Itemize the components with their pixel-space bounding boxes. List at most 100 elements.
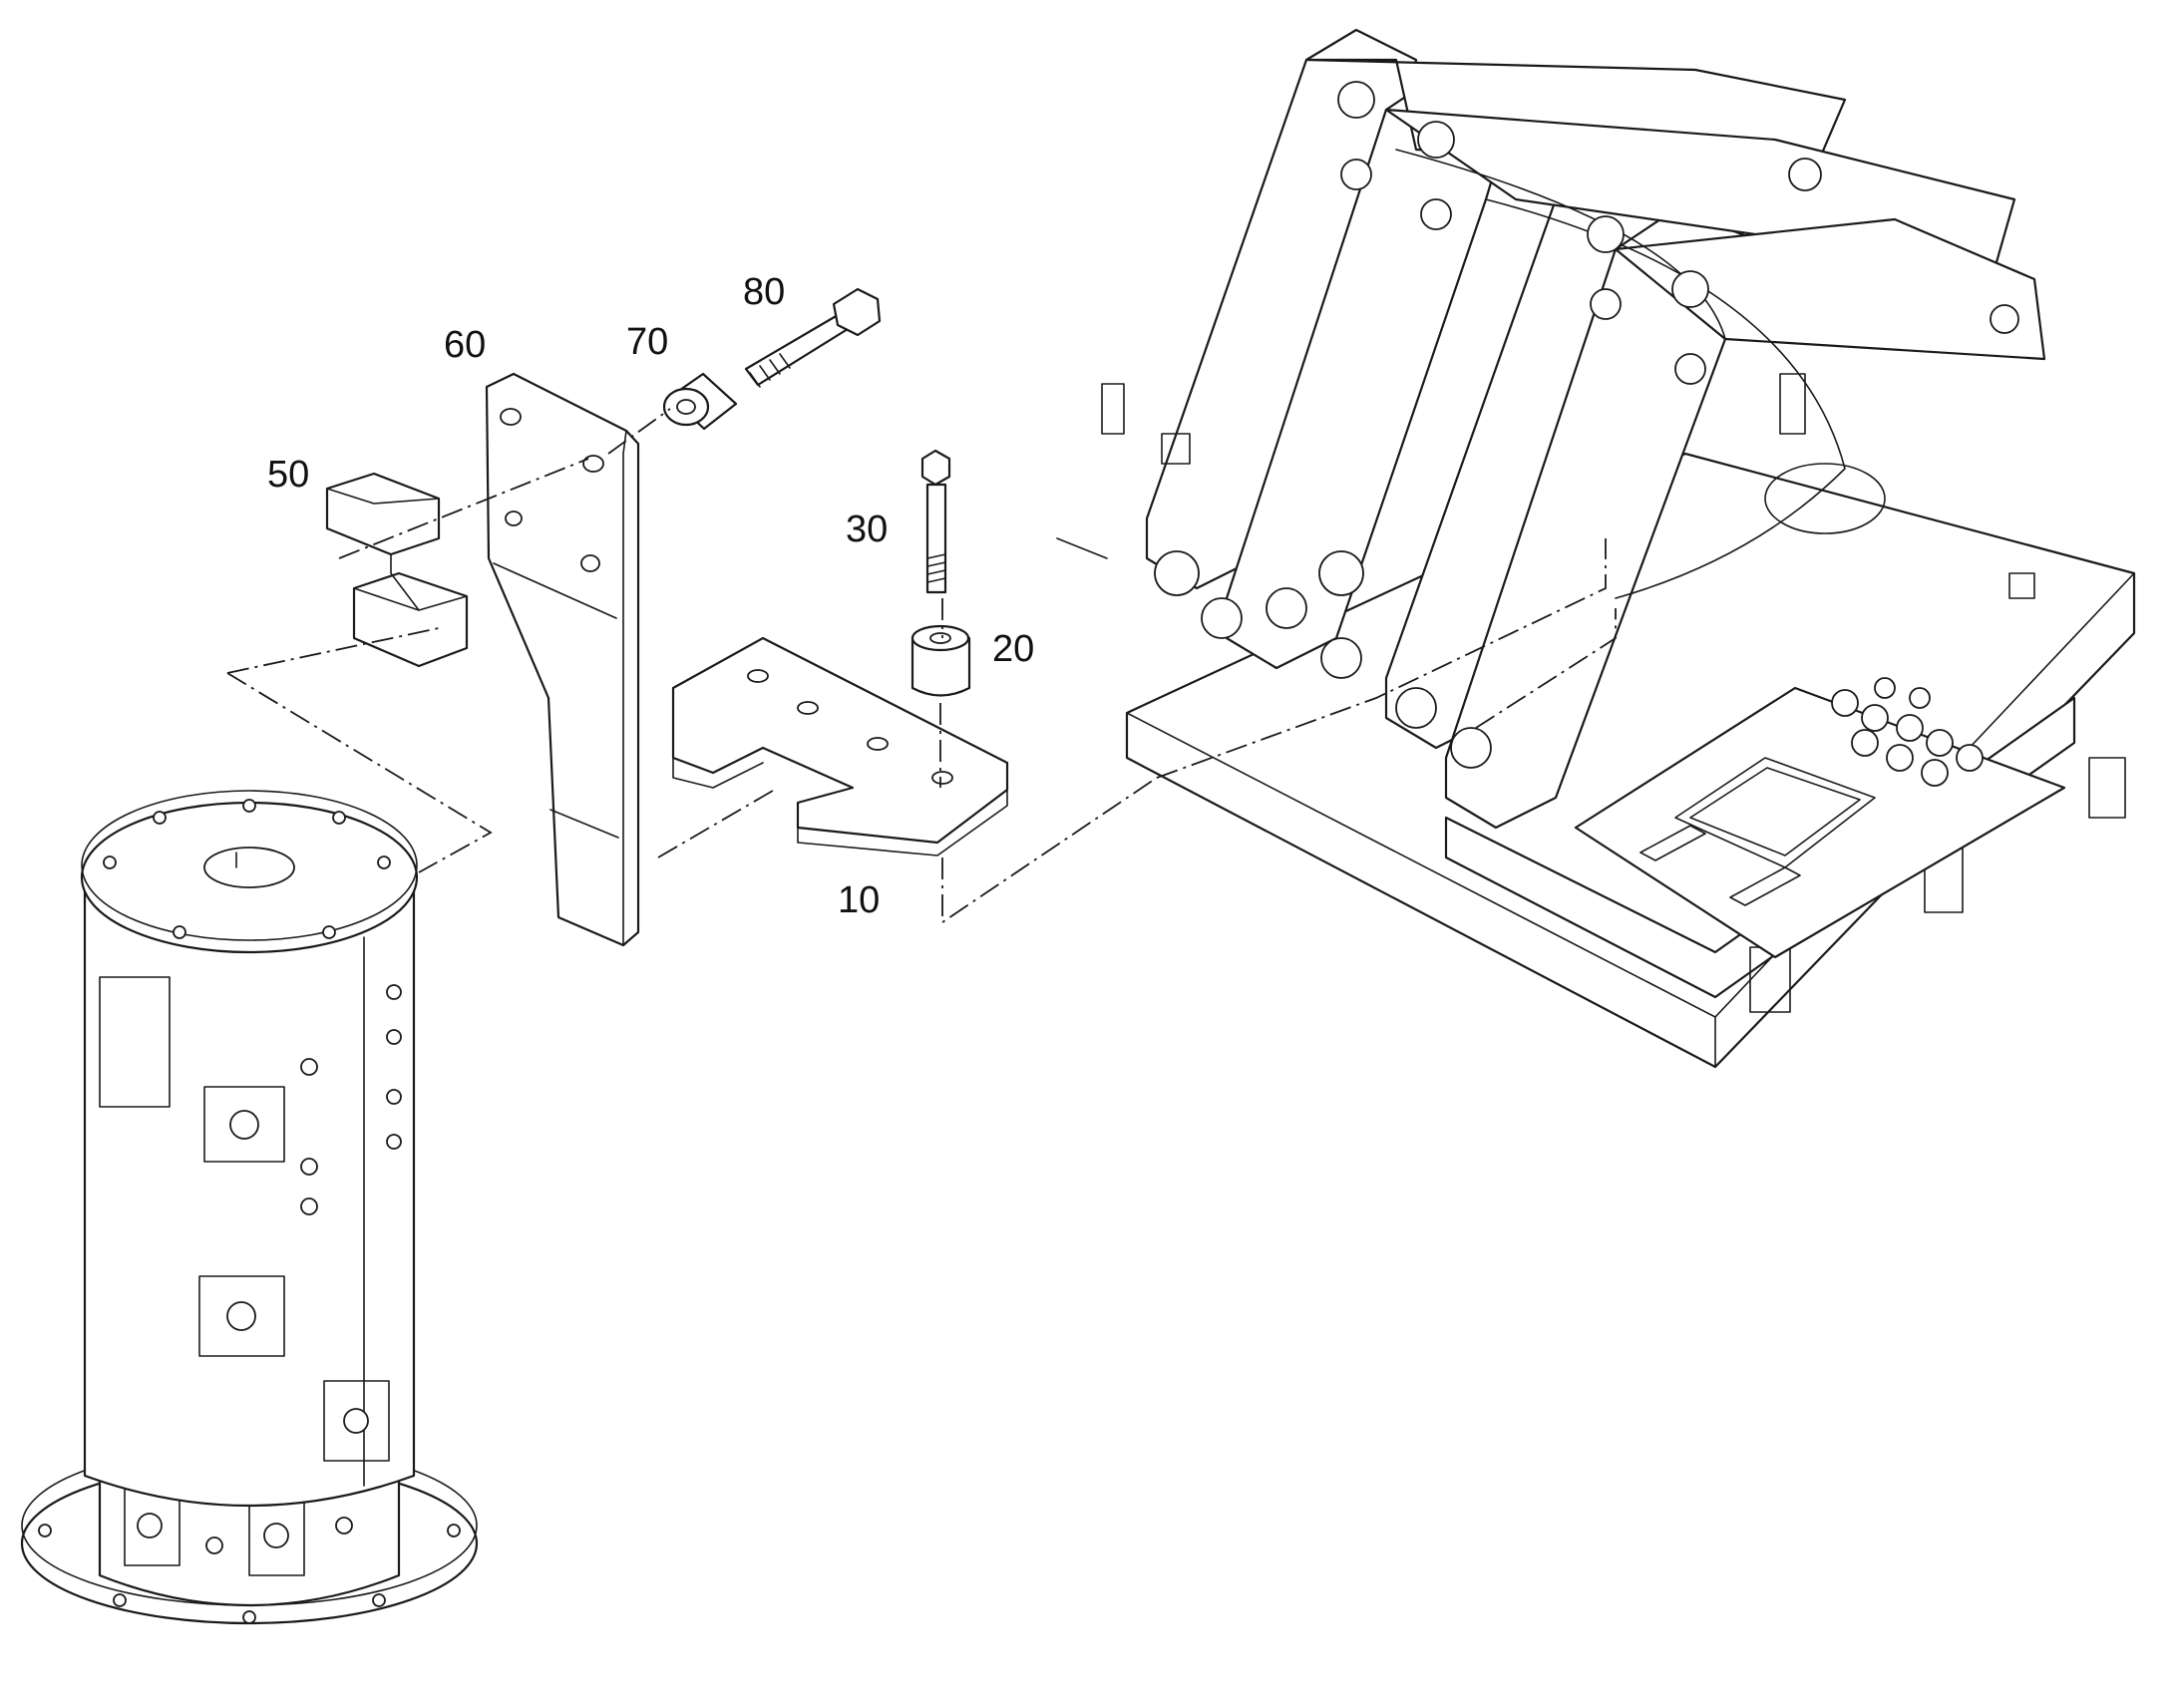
plate-hole [580, 554, 600, 572]
frame-side-block [1779, 373, 1806, 435]
frame-port [1956, 744, 1984, 772]
frame-port [1861, 704, 1889, 732]
lower-lug-bore [1450, 727, 1492, 769]
bracket-thickness [797, 789, 1008, 856]
leader-cylinder-to-block [226, 672, 493, 873]
block-upper [325, 472, 441, 556]
frame-window-inner [1689, 767, 1861, 856]
frame-port [1831, 689, 1859, 717]
lug-bore [1340, 159, 1372, 190]
leader-to-frame-2 [1475, 608, 1617, 729]
frame-upper-girder [1614, 217, 2046, 361]
frame-slot [1729, 866, 1801, 906]
callout-10: 10 [838, 879, 880, 921]
frame-arch-edge [1395, 149, 1726, 340]
frame-pin [1056, 537, 1108, 559]
frame-port [1909, 687, 1931, 709]
top-cap-bore [203, 847, 295, 888]
callout-30: 30 [846, 509, 888, 550]
lug-bore [1990, 304, 2019, 334]
cap-bolt-hole [153, 811, 167, 825]
bolt-head [920, 449, 951, 487]
frame-port [1896, 714, 1924, 742]
frame-port [1926, 729, 1954, 757]
mount-plate-port [226, 1301, 256, 1331]
callout-50: 50 [267, 454, 309, 496]
frame-port [1851, 729, 1879, 757]
lug-bore [1420, 198, 1452, 230]
frame-base-plate [1125, 452, 2136, 1069]
frame-slot [1639, 825, 1706, 861]
part-30-bolt [920, 449, 951, 594]
flange-bolt-hole [242, 1610, 256, 1624]
lower-lug-bore [1318, 550, 1364, 596]
bracket-hole [931, 771, 953, 785]
frame-arch-edge [1485, 198, 1846, 599]
callout-70: 70 [626, 321, 668, 363]
frame-side-box [1444, 696, 2076, 999]
side-port [386, 1029, 402, 1045]
leader-spacer-axis [607, 408, 671, 455]
plate-fold-line [549, 809, 619, 839]
bolt-head [832, 287, 882, 337]
cap-bolt-hole [377, 855, 391, 869]
bracket-outline [671, 636, 1009, 845]
lower-port [335, 1517, 353, 1535]
lower-block-port [263, 1523, 289, 1548]
frame-bracket [2088, 757, 2126, 819]
frame-assembly [1056, 28, 2136, 1069]
callout-20: 20 [992, 628, 1034, 670]
lower-block-port [137, 1513, 163, 1538]
leader-bolt-axis [939, 598, 1158, 924]
block-link [390, 553, 420, 611]
leader-plate-axis [338, 458, 589, 559]
lug-bore [1337, 81, 1375, 119]
mount-plate [203, 1086, 285, 1163]
side-port [300, 1158, 318, 1176]
plate-fold-line [493, 562, 617, 619]
mount-plate-port [229, 1110, 259, 1140]
cap-bolt-hole [242, 799, 256, 813]
top-cap-rim [81, 790, 418, 941]
lug-bore [1590, 288, 1622, 320]
lower-lug-bore [1320, 637, 1362, 679]
side-port [300, 1197, 318, 1215]
mount-plate [198, 1275, 285, 1357]
frame-side-block [2008, 572, 2035, 599]
part-50-block [325, 472, 469, 668]
mount-plate [323, 1380, 390, 1462]
cap-bolt-hole [173, 925, 186, 939]
cap-bolt-hole [332, 811, 346, 825]
callout-80: 80 [743, 271, 785, 313]
plate-hole [582, 455, 604, 473]
flange-bolt-hole [372, 1593, 386, 1607]
cap-bolt-hole [103, 855, 117, 869]
lug-bore [1674, 353, 1706, 385]
part-10-bracket [671, 636, 1009, 856]
frame-side-block [1101, 383, 1125, 435]
flange-bolt-hole [447, 1524, 461, 1537]
lower-lug-bore [1266, 587, 1307, 629]
lug-bore [1417, 121, 1455, 159]
side-panel [99, 976, 171, 1108]
lug-bore [1671, 270, 1709, 308]
part-20-bushing [910, 624, 971, 697]
part-60-plate [485, 372, 640, 947]
leader-to-frame [1156, 538, 1607, 779]
bolt-thread [926, 553, 946, 583]
bracket-hole [747, 669, 769, 683]
lower-port [205, 1537, 223, 1554]
spacer-bore [676, 399, 696, 415]
callout-60: 60 [444, 324, 486, 366]
block-upper-edge [326, 488, 440, 505]
part-80-bolt [744, 287, 882, 388]
bracket-thickness [672, 757, 764, 789]
side-port [386, 1134, 402, 1150]
bracket-hole [797, 701, 819, 715]
lower-lug-bore [1201, 597, 1243, 639]
cylinder-assembly [20, 790, 479, 1625]
leader-bracket-to-plate [657, 787, 779, 858]
flange-bolt-hole [38, 1524, 52, 1537]
